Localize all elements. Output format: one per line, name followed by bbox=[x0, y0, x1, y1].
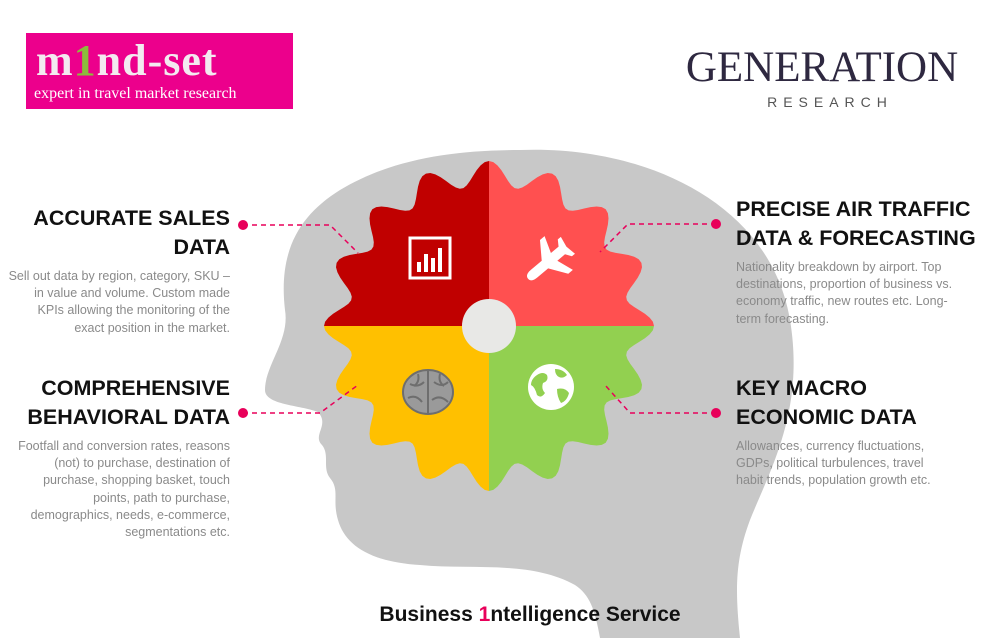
logo-name: GENERATION bbox=[685, 44, 959, 91]
connector-dot bbox=[238, 408, 248, 418]
connector-lines bbox=[243, 223, 716, 414]
gear-quadrant-sales bbox=[324, 161, 489, 326]
gear bbox=[324, 161, 654, 491]
logo-text: 1 bbox=[73, 36, 97, 85]
section-text: Footfall and conversion rates, reasons (… bbox=[18, 439, 230, 540]
connector-dot bbox=[711, 219, 721, 229]
mindset-logo: m1nd-set expert in travel market researc… bbox=[26, 33, 293, 109]
footer-title: Business 1ntelligence Service bbox=[379, 603, 681, 626]
section-text: Sell out data by region, category, SKU –… bbox=[8, 269, 230, 335]
section-text: Nationality breakdown by airport. Top de… bbox=[736, 260, 953, 326]
gear-quadrant-macro bbox=[489, 326, 654, 491]
section-text: Allowances, currency fluctuations, GDPs,… bbox=[736, 439, 931, 488]
globe-icon bbox=[528, 364, 574, 410]
connector-dot bbox=[238, 220, 248, 230]
logo-sub: RESEARCH bbox=[767, 94, 893, 110]
generation-research-logo: GENERATION RESEARCH bbox=[652, 44, 992, 111]
mindset-tagline: expert in travel market research bbox=[34, 85, 237, 102]
airplane-icon bbox=[527, 236, 575, 281]
logo-text: m bbox=[36, 36, 74, 85]
bar-chart-icon bbox=[408, 236, 452, 280]
gear-quadrant-air bbox=[489, 161, 654, 326]
gear-quadrant-behavioral bbox=[324, 326, 489, 491]
logo-text: nd-set bbox=[96, 36, 218, 85]
gear-center bbox=[462, 299, 516, 353]
connector-dot bbox=[711, 408, 721, 418]
brain-icon bbox=[402, 369, 454, 415]
